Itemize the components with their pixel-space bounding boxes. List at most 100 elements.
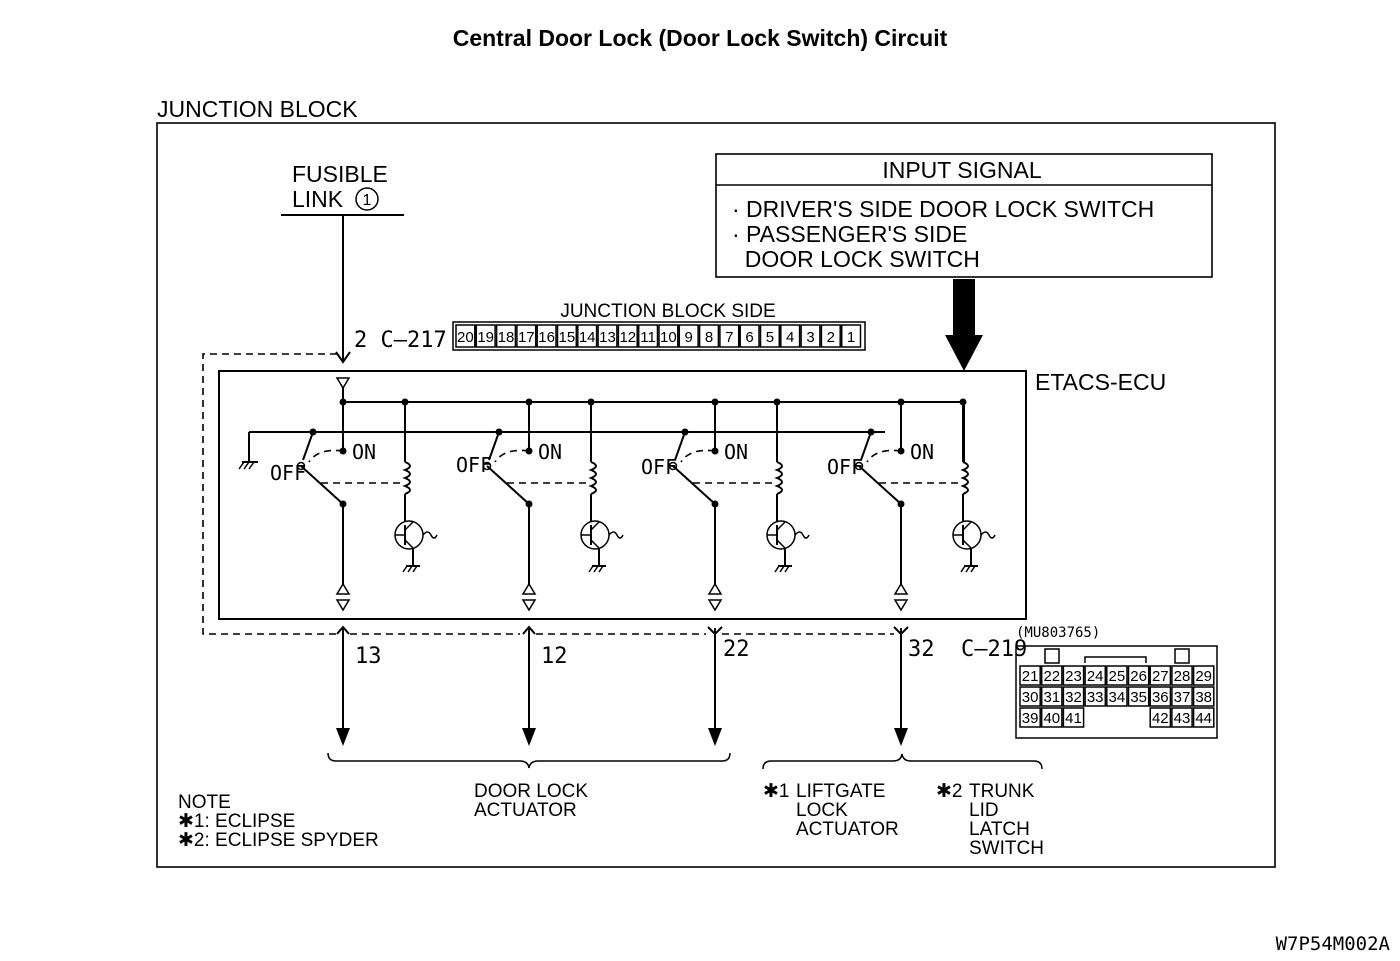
relay-3-off-label: OFF	[641, 455, 677, 479]
input-signal-line-1: · DRIVER'S SIDE DOOR LOCK SWITCH	[732, 196, 1154, 222]
c217-pin-cell	[637, 324, 659, 348]
relay-3-on-label: ON	[724, 440, 748, 464]
relay-unit-2	[482, 397, 624, 611]
input-signal-box	[715, 153, 1213, 278]
c217-pin-cell	[780, 324, 801, 348]
c219-pin-cell	[1171, 665, 1193, 686]
c217-pin-cell	[759, 324, 781, 348]
c217-pin-number: 3	[806, 329, 814, 346]
c219-pin-number: 25	[1109, 668, 1126, 685]
relay-unit-1	[296, 397, 438, 611]
c217-side-label: JUNCTION BLOCK SIDE	[560, 301, 775, 322]
ecu-box	[218, 370, 1027, 620]
ecu-ground-symbol	[238, 461, 258, 470]
c217-pin-number: 15	[559, 329, 576, 346]
c217-pin-number: 6	[745, 329, 753, 346]
c219-pin-number: 31	[1043, 689, 1060, 706]
fusible-link-label: FUSIBLE	[292, 161, 388, 187]
trunk-label-1: TRUNK	[969, 781, 1035, 802]
c217-pin-number: 1	[847, 329, 855, 346]
c217-pin-number: 20	[457, 329, 474, 346]
c219-pin-cell	[1019, 707, 1041, 728]
c219-pin-cell	[1040, 665, 1063, 686]
c219-connector	[1015, 645, 1218, 739]
c219-pin-cell	[1106, 686, 1128, 707]
c219-pin-cell	[1192, 686, 1215, 707]
c217-pin-cell	[495, 324, 517, 348]
relay-2-off-label: OFF	[456, 453, 492, 477]
c219-pin-cell	[1149, 665, 1172, 686]
figure-code: W7P54M002A	[1276, 933, 1391, 955]
junction-dashed-boundary	[202, 353, 337, 635]
c217-pin-cell	[820, 324, 841, 348]
c217-pin-label: 2 C–217	[354, 328, 447, 353]
output-pin-22: 22	[723, 637, 750, 662]
output-pin-32-c219: 32 C–219	[908, 637, 1027, 662]
c219-pin-number: 28	[1174, 668, 1191, 685]
c217-pin-number: 5	[766, 329, 774, 346]
c219-pin-number: 26	[1130, 668, 1147, 685]
page-title: Central Door Lock (Door Lock Switch) Cir…	[453, 25, 948, 51]
door-lock-bracket	[327, 752, 731, 769]
trunk-label-4: SWITCH	[969, 838, 1044, 859]
c219-pin-number: 27	[1152, 668, 1169, 685]
note-header: NOTE	[178, 792, 231, 813]
liftgate-label-3: ACTUATOR	[796, 819, 899, 840]
c219-pin-number: 38	[1195, 689, 1212, 706]
c217-pin-number: 19	[477, 329, 494, 346]
c217-pin-number: 7	[725, 329, 733, 346]
c219-pin-cell	[1106, 665, 1128, 686]
input-signal-line-3: DOOR LOCK SWITCH	[732, 246, 980, 272]
c217-pin-cell	[678, 324, 699, 348]
c219-pin-cell	[1149, 707, 1172, 728]
c217-pin-cell	[739, 324, 760, 348]
c219-pin-number: 24	[1087, 668, 1104, 685]
c217-pin-cell	[840, 324, 862, 348]
c219-pin-cell	[1084, 665, 1107, 686]
c219-pin-number: 41	[1065, 710, 1082, 727]
c219-pin-cell	[1019, 686, 1041, 707]
c219-pin-number: 32	[1065, 689, 1082, 706]
c217-pin-cell	[516, 324, 537, 348]
c219-pin-cell	[1084, 686, 1107, 707]
c219-pin-number: 34	[1109, 689, 1126, 706]
c219-pin-cell	[1192, 665, 1215, 686]
ecu-label: ETACS-ECU	[1035, 369, 1166, 395]
note-line-1: ✱1: ECLIPSE	[178, 811, 295, 832]
c217-pin-number: 16	[538, 329, 555, 346]
c217-pin-cell	[658, 324, 679, 348]
note-line-2: ✱2: ECLIPSE SPYDER	[178, 830, 379, 851]
trunk-mark: ✱2	[936, 781, 963, 802]
door-lock-actuator-label-2: ACTUATOR	[474, 800, 577, 821]
c217-pin-number: 13	[599, 329, 616, 346]
junction-block-frame	[156, 122, 1276, 868]
c219-pin-number: 22	[1043, 668, 1060, 685]
trunk-label-3: LATCH	[969, 819, 1030, 840]
c217-pin-number: 2	[827, 329, 835, 346]
c217-connector-outer	[452, 321, 866, 351]
c217-pin-number: 12	[619, 329, 636, 346]
output-pin-12: 12	[541, 644, 568, 669]
c219-pin-cell	[1062, 665, 1085, 686]
c217-pin-number: 18	[498, 329, 515, 346]
input-signal-header: INPUT SIGNAL	[882, 157, 1042, 183]
output-wires	[336, 625, 909, 746]
c219-pin-cell	[1062, 707, 1085, 728]
c217-pin-cell	[597, 324, 618, 348]
c219-pin-cell	[1127, 665, 1150, 686]
ecu-input-triangle	[335, 377, 351, 390]
relay-unit-4	[854, 397, 996, 611]
c219-pin-cell	[1192, 707, 1215, 728]
c217-pin-number: 14	[579, 329, 596, 346]
c219-pin-cell	[1040, 686, 1063, 707]
relay-4-off-label: OFF	[827, 455, 863, 479]
c219-pin-cell	[1040, 707, 1063, 728]
c217-pin-cell	[800, 324, 821, 348]
fusible-link-number-circle	[355, 187, 379, 211]
relay-2-on-label: ON	[538, 440, 562, 464]
c217-pin-number: 10	[660, 329, 677, 346]
c219-pin-number: 43	[1174, 710, 1191, 727]
